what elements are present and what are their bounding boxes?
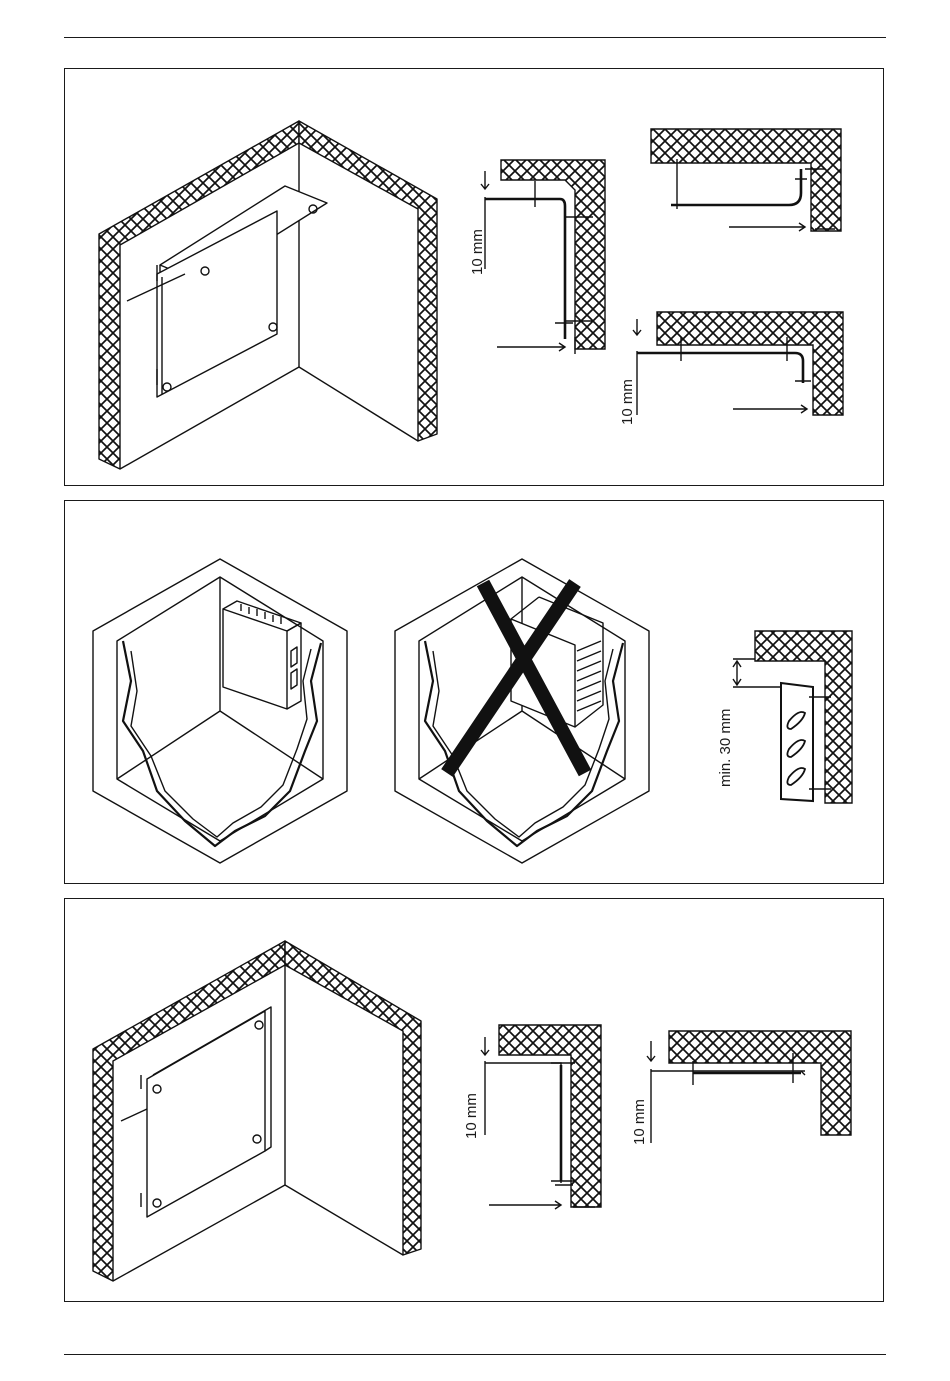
dim-label-10mm-a: 10 mm <box>463 1093 480 1139</box>
floor-line-left <box>113 1185 285 1281</box>
panel-1-drawing <box>65 69 885 487</box>
panel-2-drawing <box>65 501 885 885</box>
floor-line-right <box>285 1185 403 1255</box>
cable <box>121 1109 147 1121</box>
right-wall-insulation <box>299 121 437 441</box>
floor-line-left <box>120 367 299 469</box>
panel-direct-mounting: 10 mm 10 mm <box>64 898 884 1302</box>
dim-label-10mm-b: 10 mm <box>631 1099 648 1145</box>
floor-line-right <box>299 367 418 441</box>
dim-label-min-30mm: min. 30 mm <box>717 709 734 787</box>
top-rule <box>64 37 886 38</box>
right-wall-insulation <box>285 941 421 1255</box>
dim-label-10mm-a: 10 mm <box>469 229 486 275</box>
heater-plate <box>147 1011 265 1217</box>
bottom-rule <box>64 1354 886 1355</box>
panel-bracket-mounting: 10 mm 10 mm <box>64 68 884 486</box>
dim-label-10mm-b: 10 mm <box>619 379 636 425</box>
panel-orientation: min. 30 mm <box>64 500 884 884</box>
